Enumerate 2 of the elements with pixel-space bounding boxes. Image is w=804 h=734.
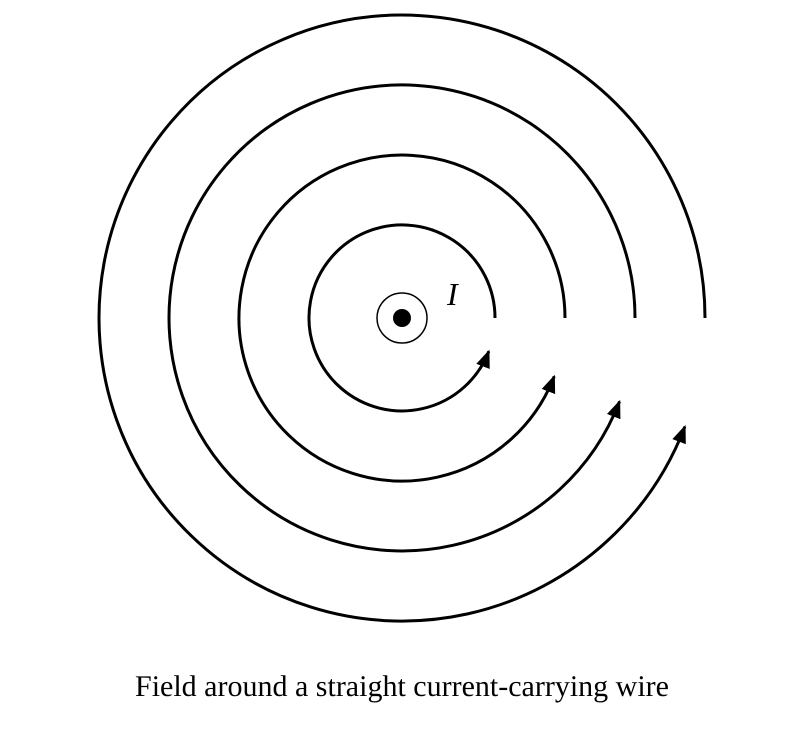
caption: Field around a straight current-carrying wire bbox=[135, 670, 669, 703]
current-label: I bbox=[447, 276, 458, 313]
